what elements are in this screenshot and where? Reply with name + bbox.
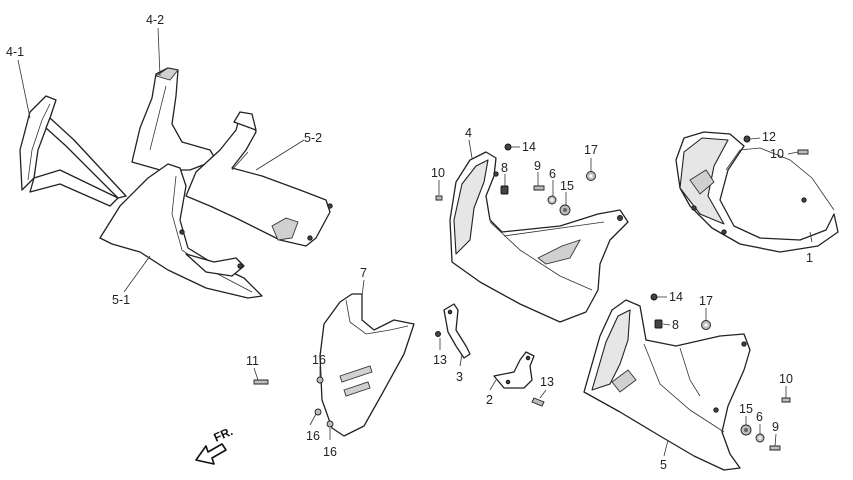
callout-8-upper: 8 <box>501 161 508 175</box>
callout-17-upper: 17 <box>584 143 598 157</box>
callout-12: 12 <box>762 130 776 144</box>
callout-16-c: 16 <box>323 445 337 459</box>
part-4-1-inner-bracket <box>19 95 127 207</box>
callout-11: 11 <box>246 354 259 368</box>
callout-8-lower: 8 <box>672 318 679 332</box>
callout-4: 4 <box>465 126 472 140</box>
part-5-2-lower-cover <box>185 111 333 247</box>
leader-lines <box>17 27 813 457</box>
callout-9-lower: 9 <box>772 420 779 434</box>
callout-16-a: 16 <box>312 353 326 367</box>
callout-3: 3 <box>456 370 463 384</box>
callout-labels: 4-1 4-2 5-2 5-1 4 14 17 10 8 9 6 15 12 1… <box>6 13 813 472</box>
part-1-front-lower-cover <box>675 131 839 253</box>
callout-13-left: 13 <box>433 353 447 367</box>
callout-2: 2 <box>486 393 493 407</box>
hardware-parts <box>253 135 809 451</box>
part-5-1-lower-cover <box>99 163 263 299</box>
callout-10-right: 10 <box>770 147 784 161</box>
front-direction-arrow: FR. <box>195 424 235 465</box>
callout-13-right: 13 <box>540 375 554 389</box>
callout-14-lower: 14 <box>669 290 683 304</box>
callout-15-upper: 15 <box>560 179 574 193</box>
part-4-2-upper-cover <box>131 67 217 171</box>
part-3-bracket <box>443 303 471 359</box>
callout-6-upper: 6 <box>549 167 556 181</box>
callout-15-lower: 15 <box>739 402 753 416</box>
front-direction-label: FR. <box>212 424 235 445</box>
callout-5-2: 5-2 <box>304 131 322 145</box>
part-4-inner-panel <box>449 151 629 323</box>
callout-6-lower: 6 <box>756 410 763 424</box>
callout-14-upper: 14 <box>522 140 536 154</box>
callout-4-1: 4-1 <box>6 45 24 59</box>
callout-5-1: 5-1 <box>112 293 130 307</box>
callout-5: 5 <box>660 458 667 472</box>
callout-17-lower: 17 <box>699 294 713 308</box>
part-2-bracket <box>493 351 535 389</box>
callout-16-b: 16 <box>306 429 320 443</box>
callout-1: 1 <box>806 251 813 265</box>
part-5-lower-panel <box>583 299 751 471</box>
part-7-front-cover-plate <box>314 293 415 437</box>
callout-10-upper-left: 10 <box>431 166 445 180</box>
callout-7: 7 <box>360 266 367 280</box>
callout-9-upper: 9 <box>534 159 541 173</box>
callout-10-lower-right: 10 <box>779 372 793 386</box>
callout-4-2: 4-2 <box>146 13 164 27</box>
